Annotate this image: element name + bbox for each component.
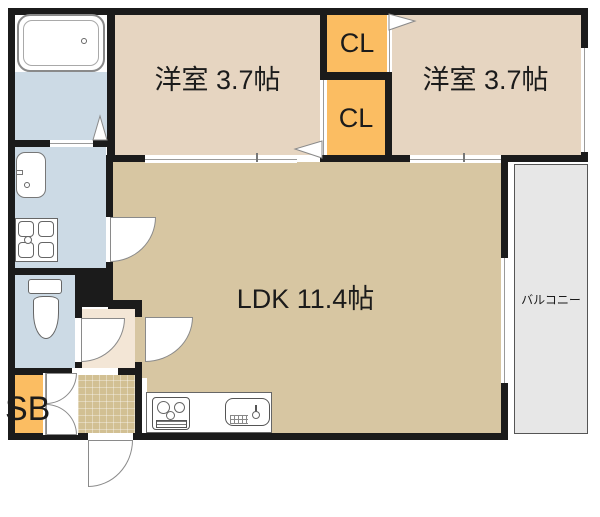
bedroom2-window [581,48,588,152]
bedroom2-area [390,15,581,155]
shoebox-label: SB [5,389,51,428]
closet1-area [327,15,387,72]
wall [385,78,392,162]
washbasin-faucet [16,170,23,175]
balcony-window-pane [501,258,508,321]
sliding-door-tick [463,153,465,162]
wall [75,307,82,318]
bathtub-drain [81,38,87,44]
bathtub-icon [17,14,105,72]
wall [8,8,15,440]
wall [118,368,142,375]
closet2-door [320,80,327,155]
faucet-stem [255,405,257,413]
closet1-label: CL [339,27,375,58]
wall [108,155,145,162]
kitchen-counter [146,392,272,433]
bedroom1-area [115,15,320,155]
sink-drain [230,415,248,424]
kitchen-sink-icon [225,398,270,426]
wall [8,8,588,15]
bedroom1-sliding-door [145,155,297,163]
balcony-area: バルコニー [508,162,590,437]
wall [501,155,588,162]
toilet-tank [28,279,62,294]
bedroom2-label: 洋室 3.7帖 [422,64,549,95]
washbasin-icon [16,152,46,198]
wall [501,162,508,258]
burner [174,402,185,413]
washer-pan-quad [18,221,34,237]
balcony-label: バルコニー [521,292,581,307]
wall [106,155,113,217]
bedroom1-label: 洋室 3.7帖 [154,64,281,95]
wall [108,300,142,309]
toilet-icon [33,296,59,339]
wall [320,72,392,80]
grill [156,420,187,428]
washer-pan-drain [24,236,32,244]
faucet [252,411,260,419]
folding-door-icon [293,140,323,159]
ldk-area [110,162,501,433]
closet2-label: CL [338,102,374,133]
front-door-swing-icon [88,440,133,487]
washer-pan-quad [38,221,54,237]
wall [8,140,50,147]
washer-pan-quad [18,242,34,258]
wall [133,433,508,440]
front-door-threshold [88,433,133,440]
folding-door-icon [388,13,417,31]
washer-pan-icon [15,218,58,262]
wall [93,140,108,147]
closet1-door [387,15,392,72]
bathroom-floor [15,72,107,140]
wall [135,362,142,440]
wall [320,8,327,72]
shoebox-door-strip [43,373,48,435]
wall [75,275,113,307]
wall [8,268,110,275]
burner [166,411,175,420]
bathroom-folding-door [50,140,93,147]
entrance-step [142,378,147,433]
wall [107,8,115,155]
folding-door-icon [92,114,108,141]
wall [8,433,88,440]
sliding-door-tick [256,153,258,162]
wall [8,368,72,375]
hall-threshold [72,368,118,375]
wall [135,302,142,317]
shoebox-area [15,375,43,433]
closet2-area [327,80,385,155]
balcony-floor: バルコニー [514,164,588,434]
wall [581,8,588,48]
bathtub-inner [23,20,99,66]
bedroom2-sliding-door [410,155,501,163]
washer-pan-quad [38,242,54,258]
washbasin-drain [24,182,30,188]
entrance-genkan-area [78,373,135,433]
ldk-label: LDK 11.4帖 [236,283,375,314]
balcony-window-pane [501,321,508,383]
burner [157,401,170,414]
wall [501,383,508,440]
wall [320,155,410,162]
stove-icon [152,397,190,430]
